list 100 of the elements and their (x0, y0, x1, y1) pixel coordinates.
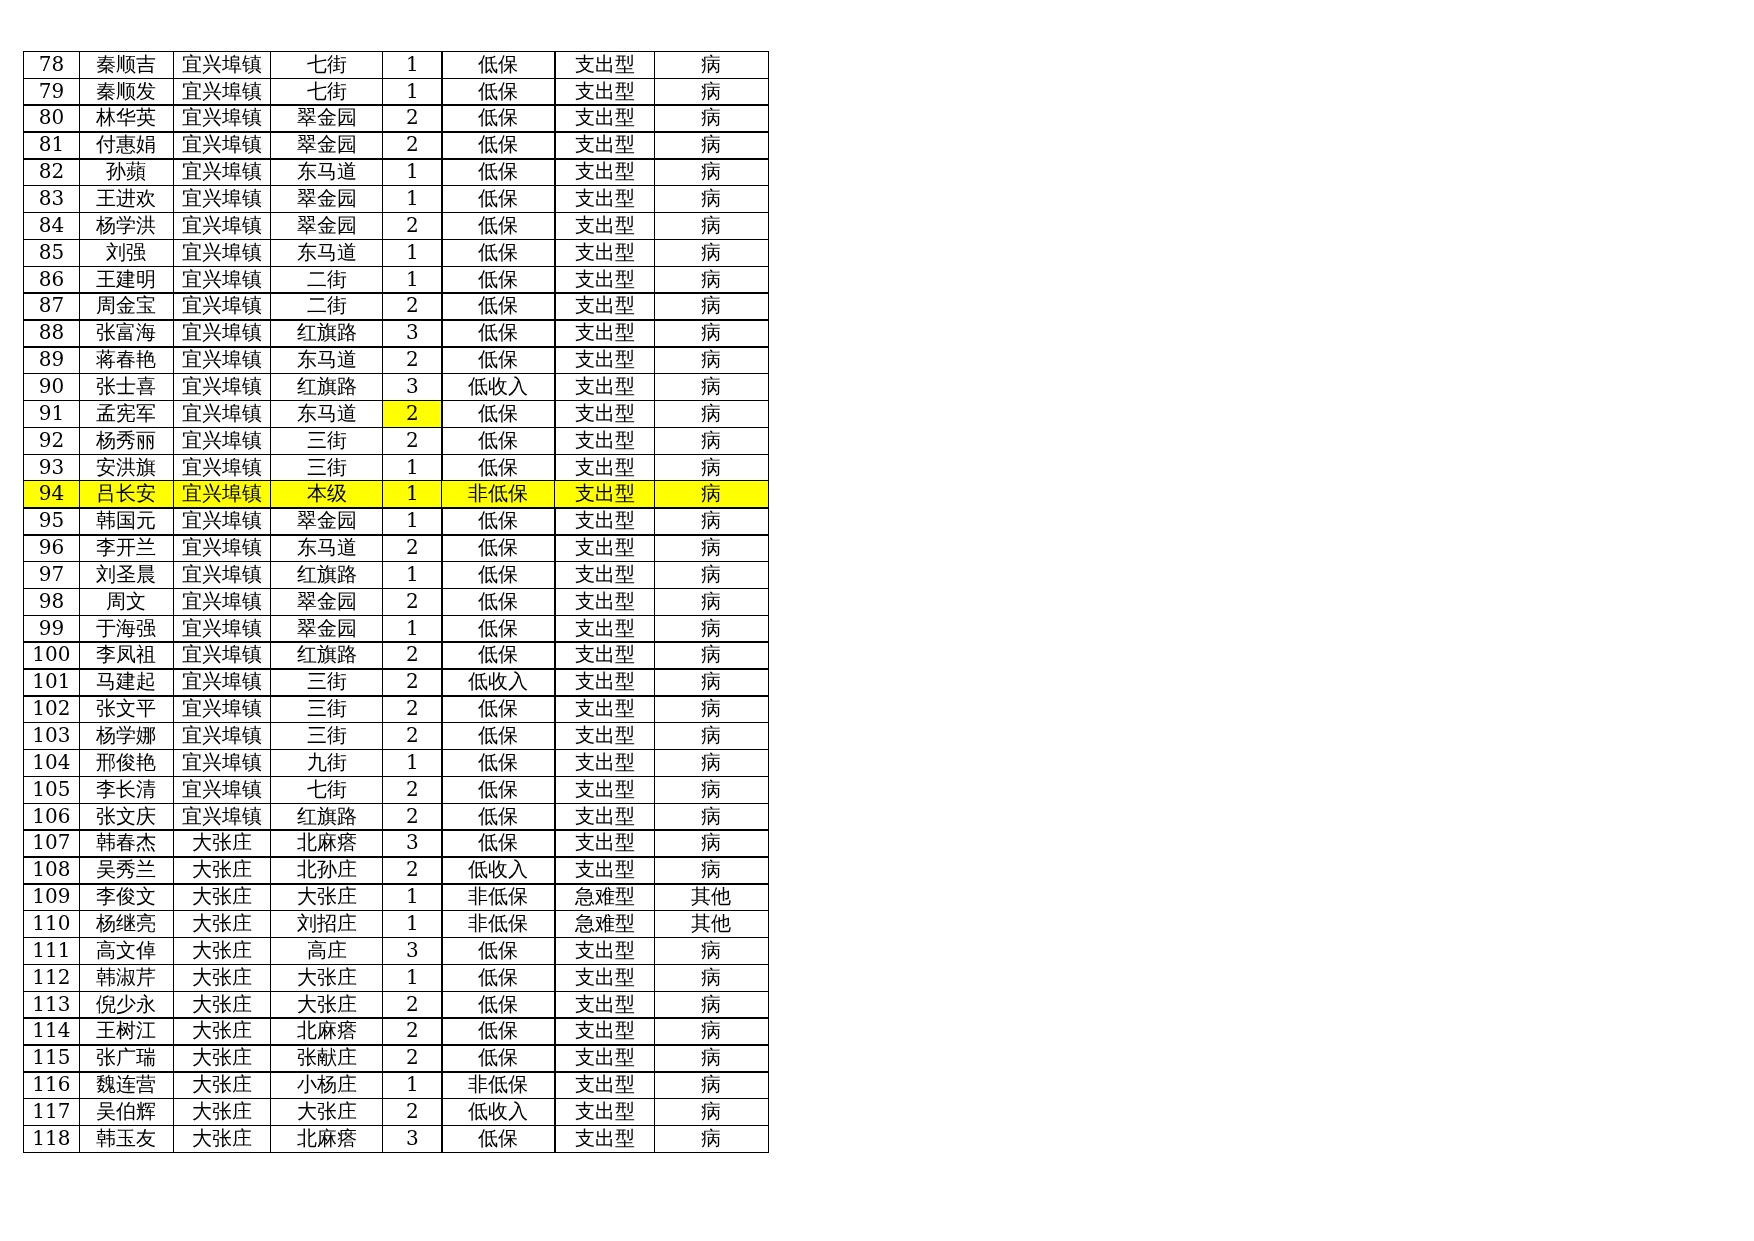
table-cell: 99 (22, 614, 81, 643)
table-cell: 翠金园 (269, 104, 384, 133)
table-cell: 王树江 (78, 1017, 175, 1046)
table-cell: 108 (22, 856, 81, 885)
table-cell: 95 (22, 507, 81, 536)
table-cell: 低保 (441, 507, 556, 536)
table-cell: 低保 (441, 50, 556, 80)
table-cell: 吕长安 (78, 480, 175, 509)
table-cell: 北麻瘩 (269, 829, 384, 858)
table-cell: 低保 (441, 1124, 556, 1154)
table-cell: 支出型 (554, 158, 656, 187)
table-cell: 96 (22, 534, 81, 563)
table-cell: 病 (653, 1017, 770, 1046)
table-cell: 低保 (441, 775, 556, 805)
table-cell: 病 (653, 292, 770, 321)
table-cell: 马建起 (78, 668, 175, 697)
table-cell: 102 (22, 695, 81, 724)
table-cell: 病 (653, 50, 770, 80)
table-cell: 2 (381, 641, 443, 670)
table-cell: 2 (381, 104, 443, 133)
table-cell: 2 (381, 399, 443, 429)
table-cell: 109 (22, 883, 81, 912)
table-cell: 114 (22, 1017, 81, 1046)
table-cell: 病 (653, 77, 770, 106)
table-cell: 病 (653, 480, 770, 509)
table-cell: 低保 (441, 238, 556, 268)
table-cell: 低保 (441, 265, 556, 294)
table-cell: 林华英 (78, 104, 175, 133)
table-cell: 张广瑞 (78, 1044, 175, 1073)
table-cell: 87 (22, 292, 81, 321)
table-cell: 低保 (441, 963, 556, 992)
table-cell: 101 (22, 668, 81, 697)
table-cell: 张献庄 (269, 1044, 384, 1073)
table-cell: 2 (381, 1017, 443, 1046)
table-cell: 1 (381, 50, 443, 80)
table-cell: 94 (22, 480, 81, 509)
table-cell: 低保 (441, 829, 556, 858)
table-cell: 1 (381, 614, 443, 643)
table-cell: 支出型 (554, 802, 656, 831)
table-cell: 低保 (441, 211, 556, 241)
table-cell: 宜兴埠镇 (172, 507, 272, 536)
table-cell: 病 (653, 641, 770, 670)
table-cell: 非低保 (441, 909, 556, 939)
table-cell: 3 (381, 319, 443, 348)
table-cell: 低收入 (441, 1097, 556, 1127)
table-cell: 支出型 (554, 1071, 656, 1100)
table-cell: 支出型 (554, 346, 656, 375)
table-cell: 支出型 (554, 131, 656, 160)
table-cell: 宜兴埠镇 (172, 668, 272, 697)
table-cell: 周金宝 (78, 292, 175, 321)
table-cell: 81 (22, 131, 81, 160)
table-cell: 低保 (441, 802, 556, 831)
table-cell: 支出型 (554, 507, 656, 536)
table-cell: 翠金园 (269, 507, 384, 536)
table-cell: 低保 (441, 587, 556, 617)
table-cell: 1 (381, 507, 443, 536)
table-cell: 低保 (441, 695, 556, 724)
table-cell: 病 (653, 534, 770, 563)
table-cell: 支出型 (554, 50, 656, 80)
table-cell: 支出型 (554, 292, 656, 321)
table-cell: 80 (22, 104, 81, 133)
table-cell: 本级 (269, 480, 384, 509)
table-cell: 宜兴埠镇 (172, 104, 272, 133)
table-cell: 红旗路 (269, 641, 384, 670)
table-cell: 低收入 (441, 372, 556, 402)
table-cell: 低保 (441, 319, 556, 348)
table-cell: 韩春杰 (78, 829, 175, 858)
table-cell: 低保 (441, 104, 556, 133)
table-cell: 118 (22, 1124, 81, 1154)
table-cell: 82 (22, 158, 81, 187)
table-cell: 低保 (441, 77, 556, 106)
table-cell: 非低保 (441, 883, 556, 912)
table-cell: 支出型 (554, 990, 656, 1019)
table-cell: 低保 (441, 158, 556, 187)
table-cell: 三街 (269, 668, 384, 697)
table-cell: 支出型 (554, 480, 656, 509)
table-cell: 宜兴埠镇 (172, 319, 272, 348)
table-cell: 非低保 (441, 1071, 556, 1100)
table-cell: 低保 (441, 1044, 556, 1073)
table-cell: 大张庄 (172, 1044, 272, 1073)
table-cell: 2 (381, 802, 443, 831)
table-cell: 2 (381, 695, 443, 724)
table-cell: 病 (653, 829, 770, 858)
table-cell: 病 (653, 158, 770, 187)
table-cell: 107 (22, 829, 81, 858)
table-cell: 支出型 (554, 1124, 656, 1154)
table-cell: 1 (381, 158, 443, 187)
table-cell: 2 (381, 1044, 443, 1073)
table-cell: 北麻瘩 (269, 1017, 384, 1046)
table-cell: 支出型 (554, 614, 656, 643)
table-cell: 2 (381, 990, 443, 1019)
table-cell: 1 (381, 77, 443, 106)
table-cell: 支出型 (554, 668, 656, 697)
table-cell: 大张庄 (172, 856, 272, 885)
table-cell: 病 (653, 1044, 770, 1073)
table-cell: 低保 (441, 936, 556, 966)
table-cell: 病 (653, 104, 770, 133)
table-cell: 低保 (441, 131, 556, 160)
table-cell: 翠金园 (269, 131, 384, 160)
table-cell: 宜兴埠镇 (172, 131, 272, 160)
